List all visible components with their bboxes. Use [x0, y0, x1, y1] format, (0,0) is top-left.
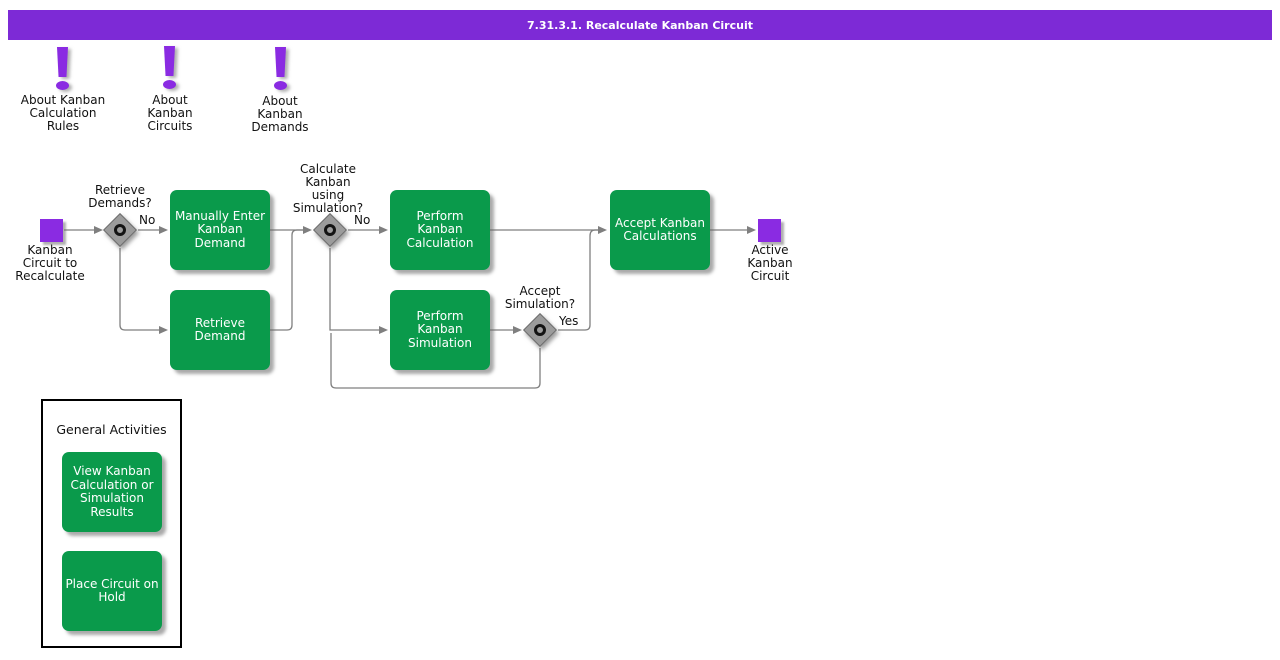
decision-retrieve-demands-label: Retrieve Demands? — [88, 183, 152, 210]
connector-decision2-to-perform-simulation — [329, 248, 379, 331]
arrowhead — [513, 326, 522, 334]
activity-perform-kanban-simulation[interactable]: Perform Kanban Simulation — [390, 290, 490, 370]
general-activities-panel: General Activities View Kanban Calculati… — [41, 399, 182, 648]
arrowhead — [159, 326, 168, 334]
general-activities-title: General Activities — [56, 422, 167, 437]
arrowhead — [159, 226, 168, 234]
activity-retrieve-demand[interactable]: Retrieve Demand — [170, 290, 270, 370]
activity-view-kanban-results[interactable]: View Kanban Calculation or Simulation Re… — [62, 452, 162, 532]
decision-diamond — [103, 213, 137, 247]
exclamation-dot — [274, 81, 287, 90]
exclamation-dot — [56, 81, 69, 90]
decision-calculate-kanban-using-simulation — [313, 213, 347, 247]
exclamation-icon-about-kanban-demands[interactable] — [269, 47, 293, 93]
arrowhead — [94, 226, 103, 234]
exclamation-bar — [57, 47, 68, 77]
end-node — [758, 219, 781, 242]
start-node-label: Kanban Circuit to Recalculate — [15, 243, 85, 283]
exclamation-icon-about-kanban-circuits[interactable] — [158, 46, 182, 92]
activity-place-circuit-on-hold[interactable]: Place Circuit on Hold — [62, 551, 162, 631]
exclamation-dot — [163, 80, 176, 89]
decision-ring-icon — [321, 221, 339, 239]
end-node-label: Active Kanban Circuit — [747, 243, 793, 283]
branch-label-no-1: No — [139, 213, 156, 227]
diagram-title-bar: 7.31.3.1. Recalculate Kanban Circuit — [8, 10, 1272, 40]
arrowhead — [379, 326, 388, 334]
decision-retrieve-demands — [103, 213, 137, 247]
start-node — [40, 219, 63, 242]
decision-diamond — [313, 213, 347, 247]
arrowhead — [303, 226, 312, 234]
decision-calculate-kanban-label: Calculate Kanban using Simulation? — [292, 162, 364, 215]
decision-accept-simulation — [523, 313, 557, 347]
connector-decision1-to-retrieve-demand — [119, 248, 159, 331]
note-label-about-kanban-calculation-rules[interactable]: About Kanban Calculation Rules — [20, 93, 106, 133]
exclamation-bar — [275, 47, 286, 77]
arrowhead — [598, 226, 607, 234]
connector-retrieve-demand-to-decision2 — [270, 229, 303, 331]
decision-diamond — [523, 313, 557, 347]
decision-ring-icon — [531, 321, 549, 339]
activity-perform-kanban-calculation[interactable]: Perform Kanban Calculation — [390, 190, 490, 270]
branch-label-no-2: No — [354, 213, 371, 227]
decision-ring-icon — [111, 221, 129, 239]
branch-label-yes: Yes — [559, 314, 579, 328]
exclamation-bar — [164, 46, 175, 76]
exclamation-icon-about-kanban-calculation-rules[interactable] — [51, 47, 75, 93]
decision-accept-simulation-label: Accept Simulation? — [504, 284, 576, 311]
activity-manually-enter-kanban-demand[interactable]: Manually Enter Kanban Demand — [170, 190, 270, 270]
activity-accept-kanban-calculations[interactable]: Accept Kanban Calculations — [610, 190, 710, 270]
arrowhead — [747, 226, 756, 234]
note-label-about-kanban-circuits[interactable]: About Kanban Circuits — [147, 93, 193, 133]
arrowhead — [379, 226, 388, 234]
note-label-about-kanban-demands[interactable]: About Kanban Demands — [251, 94, 309, 134]
